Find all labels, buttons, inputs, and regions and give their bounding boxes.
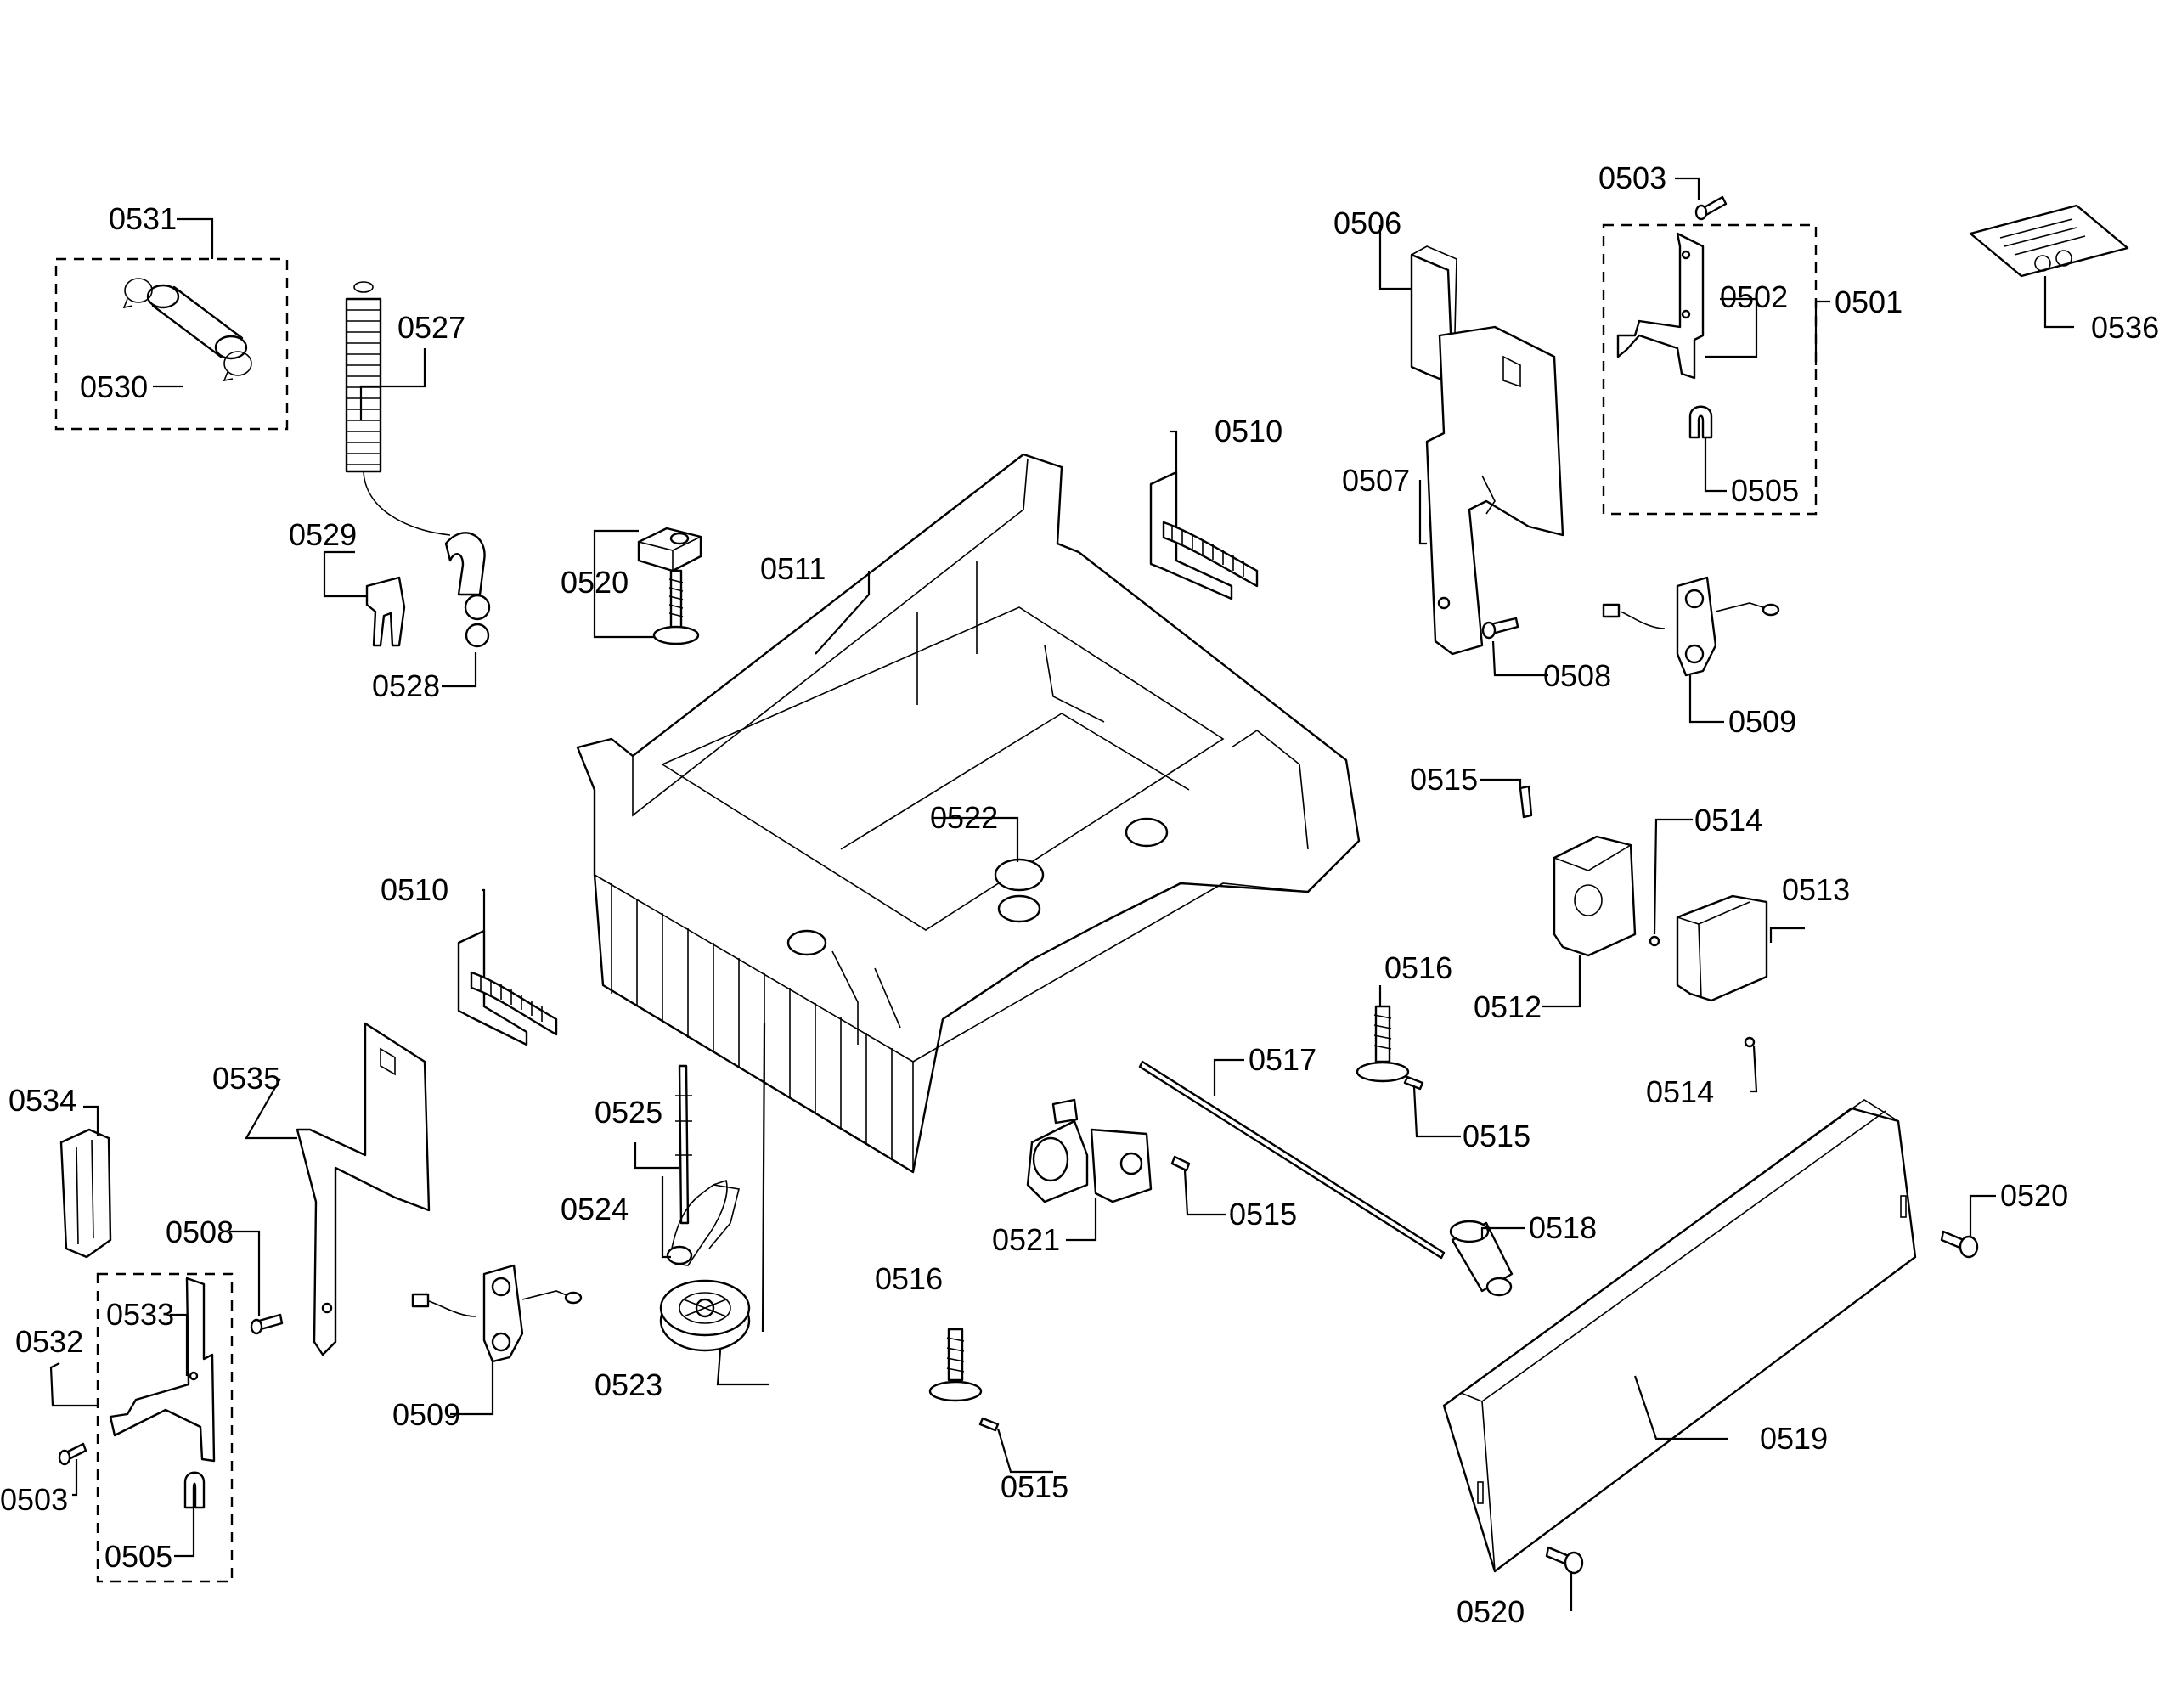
- part-0514-pin-a: [1649, 935, 1660, 947]
- part-0536-label: [1969, 204, 2129, 278]
- callout-0533: 0533: [106, 1297, 174, 1332]
- callout-0505-bottom: 0505: [104, 1539, 172, 1574]
- part-0513-cover: [1676, 894, 1768, 1002]
- part-corrugated-hose: [345, 281, 491, 648]
- callout-0523: 0523: [595, 1367, 662, 1402]
- callout-0503-top: 0503: [1598, 161, 1666, 195]
- part-base-tub: [576, 453, 1361, 1174]
- part-0501-latch: [1616, 232, 1713, 439]
- callout-0536: 0536: [2091, 310, 2159, 345]
- callout-0509-bottom: 0509: [392, 1397, 460, 1432]
- part-0512-bracket: [1553, 835, 1637, 957]
- callout-0521: 0521: [992, 1222, 1060, 1257]
- part-0532-latch: [109, 1277, 216, 1509]
- part-0508-screw-bottom: [250, 1313, 284, 1335]
- callout-0507: 0507: [1342, 463, 1410, 498]
- part-0516-screw-b: [928, 1328, 983, 1402]
- callout-0520-right: 0520: [2000, 1178, 2068, 1213]
- callout-0535: 0535: [212, 1061, 280, 1096]
- callout-0528: 0528: [372, 668, 440, 703]
- callout-0508-top: 0508: [1543, 658, 1611, 693]
- callout-0518: 0518: [1529, 1210, 1597, 1245]
- part-0507-bracket: [1425, 325, 1564, 656]
- callout-0514-bottom: 0514: [1646, 1074, 1714, 1109]
- callout-0503-bottom: 0503: [0, 1482, 68, 1517]
- part-clip-0529: [365, 576, 406, 647]
- part-0518-knob: [1449, 1220, 1514, 1297]
- part-0521-valve: [1026, 1098, 1153, 1203]
- part-0515-screw-b: [1403, 1075, 1424, 1091]
- callout-0529: 0529: [289, 517, 357, 552]
- part-0520-screw-bottom: [1545, 1546, 1584, 1575]
- callout-0515-c: 0515: [1229, 1197, 1297, 1232]
- callout-0520-top: 0520: [561, 565, 629, 600]
- callout-0524: 0524: [561, 1192, 629, 1226]
- callout-0516-b: 0516: [875, 1261, 943, 1296]
- callout-0520-bottom: 0520: [1457, 1594, 1525, 1629]
- callout-0515-d: 0515: [1001, 1469, 1068, 1504]
- callout-0508-bottom: 0508: [166, 1215, 234, 1249]
- callout-0501: 0501: [1835, 285, 1903, 319]
- part-0523-pump: [659, 1279, 751, 1352]
- callout-0511: 0511: [760, 551, 826, 586]
- part-0503-screw-top: [1694, 195, 1728, 221]
- callout-0510-top: 0510: [1215, 414, 1282, 448]
- part-0520-block-screw: [637, 527, 702, 645]
- callout-0516-a: 0516: [1384, 950, 1452, 985]
- callout-0515-b: 0515: [1463, 1119, 1530, 1153]
- callout-0505-top: 0505: [1731, 473, 1799, 508]
- part-0534-cover: [59, 1128, 112, 1259]
- part-0514-pin-b: [1744, 1036, 1756, 1048]
- callout-0514-top: 0514: [1694, 803, 1762, 837]
- callout-0515-a: 0515: [1410, 762, 1478, 797]
- callout-0522: 0522: [930, 800, 998, 835]
- callout-0502: 0502: [1720, 279, 1788, 314]
- callout-0510-left: 0510: [381, 872, 448, 907]
- callout-labels: 0531 0530 0527 0529 0528 0520 0511 0510 …: [0, 161, 2159, 1629]
- part-0517-rod: [1138, 1060, 1446, 1260]
- group-box-0531: [54, 257, 289, 431]
- callout-0532: 0532: [15, 1324, 83, 1359]
- part-hinge-spring-left: [457, 929, 558, 1046]
- group-box-0532: [96, 1272, 234, 1583]
- part-hinge-spring-top: [1149, 471, 1259, 600]
- callout-0513: 0513: [1782, 872, 1850, 907]
- callout-0534: 0534: [8, 1083, 76, 1118]
- part-0508-screw-top: [1481, 617, 1519, 640]
- part-0535-bracket: [296, 1022, 431, 1356]
- callout-0506: 0506: [1333, 206, 1401, 240]
- callout-0527: 0527: [397, 310, 465, 345]
- part-0516-screw-a: [1356, 1005, 1410, 1083]
- callout-0512: 0512: [1474, 989, 1542, 1024]
- callout-0530: 0530: [80, 369, 148, 404]
- part-0509-sensor-top: [1602, 576, 1780, 677]
- part-0515-screw-c: [1170, 1155, 1191, 1172]
- part-0525-element: [675, 1064, 692, 1225]
- callout-0525: 0525: [595, 1095, 662, 1130]
- callout-0517: 0517: [1249, 1042, 1316, 1077]
- part-0515-screw-d: [978, 1417, 1000, 1432]
- group-box-0501: [1602, 223, 1818, 516]
- part-0509-sensor-bottom: [411, 1264, 583, 1363]
- part-0515-screw-a: [1519, 785, 1533, 819]
- callout-0509-top: 0509: [1728, 704, 1796, 739]
- part-0524-wire: [666, 1179, 740, 1266]
- leader-lines: [49, 177, 2074, 1611]
- callout-0519: 0519: [1760, 1421, 1828, 1456]
- callout-0531: 0531: [109, 201, 177, 236]
- part-0519-panel: [1442, 1099, 1917, 1573]
- part-hose-connector: [122, 278, 252, 382]
- part-0520-screw-right: [1940, 1230, 1979, 1259]
- part-0503-screw-bottom: [58, 1442, 87, 1466]
